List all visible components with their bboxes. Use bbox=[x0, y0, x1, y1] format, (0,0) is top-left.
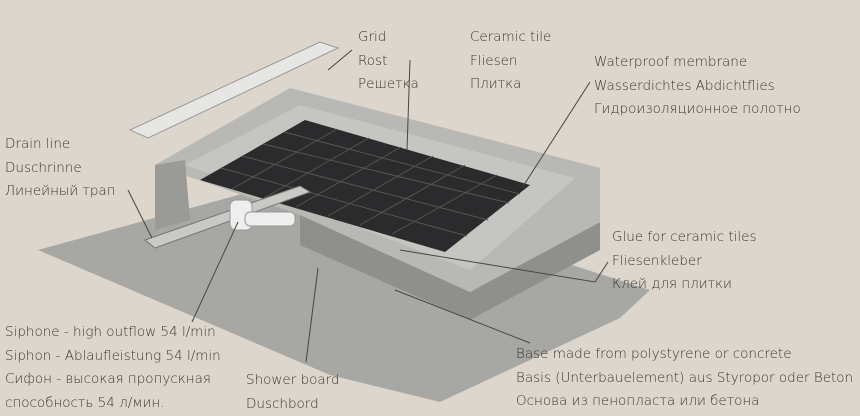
label-siphon: Siphone - high outflow 54 l/min Siphon -… bbox=[5, 321, 221, 415]
label-line: Shower board bbox=[246, 369, 340, 393]
label-line: способность 54 л/мин. bbox=[5, 392, 221, 416]
label-line: Glue for ceramic tiles bbox=[612, 226, 757, 250]
label-line: Duschbord bbox=[246, 393, 340, 416]
label-line: Rost bbox=[358, 50, 419, 74]
label-line: Duschrinne bbox=[5, 157, 116, 181]
label-line: Grid bbox=[358, 26, 419, 50]
label-line: Siphone - high outflow 54 l/min bbox=[5, 321, 221, 345]
label-line: Ceramic tile bbox=[470, 26, 551, 50]
label-glue: Glue for ceramic tiles Fliesenkleber Кле… bbox=[612, 226, 757, 297]
label-line: Плитка bbox=[470, 73, 551, 97]
label-line: Basis (Unterbauelement) aus Styropor ode… bbox=[516, 367, 853, 391]
label-line: Wasserdichtes Abdichtflies bbox=[594, 75, 801, 99]
label-line: Siphon - Ablaufleistung 54 l/min bbox=[5, 345, 221, 369]
label-line: Fliesenkleber bbox=[612, 250, 757, 274]
label-line: Сифон - высокая пропускная bbox=[5, 368, 221, 392]
label-line: Base made from polystyrene or concrete bbox=[516, 343, 853, 367]
label-grid: Grid Rost Решетка bbox=[358, 26, 419, 97]
label-shower-board: Shower board Duschbord bbox=[246, 369, 340, 416]
label-line: Waterproof membrane bbox=[594, 51, 801, 75]
label-line: Fliesen bbox=[470, 50, 551, 74]
label-line: Гидроизоляционное полотно bbox=[594, 98, 801, 122]
label-drain-line: Drain line Duschrinne Линейный трап bbox=[5, 133, 116, 204]
left-wall bbox=[155, 160, 190, 230]
label-base: Base made from polystyrene or concrete B… bbox=[516, 343, 853, 414]
label-line: Линейный трап bbox=[5, 180, 116, 204]
label-ceramic-tile: Ceramic tile Fliesen Плитка bbox=[470, 26, 551, 97]
label-line: Основа из пенопласта или бетона bbox=[516, 390, 853, 414]
label-line: Drain line bbox=[5, 133, 116, 157]
label-line: Клей для плитки bbox=[612, 273, 757, 297]
label-waterproof-membrane: Waterproof membrane Wasserdichtes Abdich… bbox=[594, 51, 801, 122]
label-line: Решетка bbox=[358, 73, 419, 97]
